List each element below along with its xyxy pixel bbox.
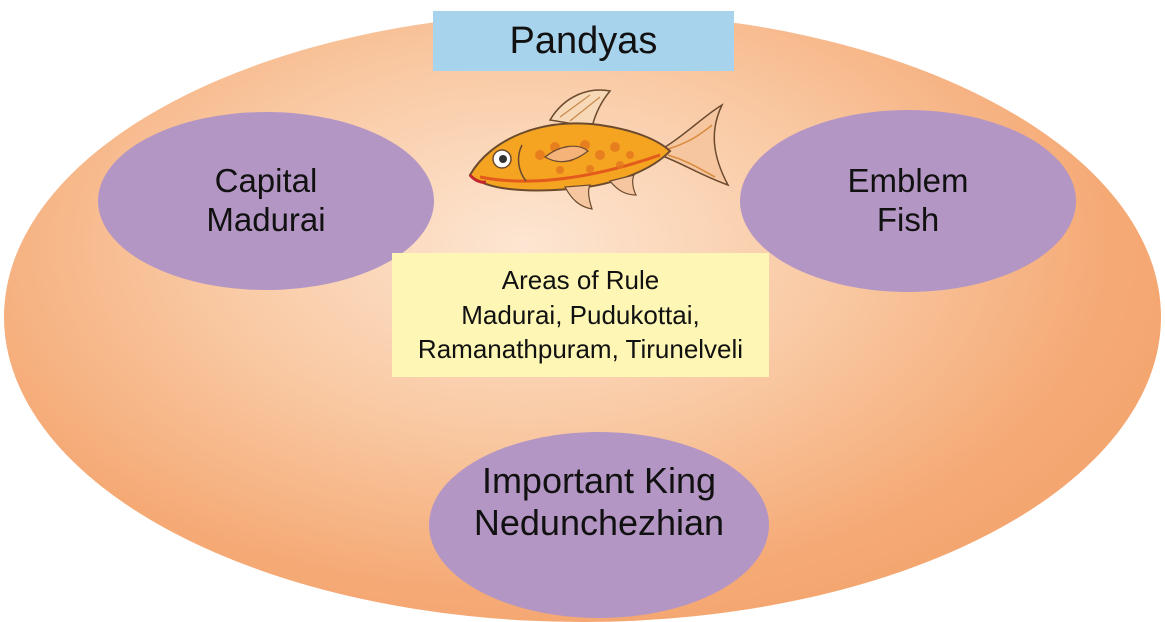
areas-heading: Areas of Rule [502, 263, 660, 298]
areas-list-line-2: Ramanathpuram, Tirunelveli [418, 332, 743, 367]
capital-value: Madurai [206, 201, 325, 240]
areas-of-rule-box: Areas of Rule Madurai, Pudukottai, Raman… [392, 253, 769, 377]
title-box: Pandyas [433, 11, 734, 71]
emblem-value: Fish [877, 201, 939, 240]
king-value: Nedunchezhian [474, 502, 724, 544]
emblem-label: Emblem [847, 162, 968, 201]
capital-oval: Capital Madurai [98, 112, 434, 290]
king-label: Important King [482, 460, 716, 502]
king-oval: Important King Nedunchezhian [429, 432, 769, 618]
areas-list-line-1: Madurai, Pudukottai, [461, 298, 699, 333]
emblem-oval: Emblem Fish [740, 110, 1076, 292]
fish-icon [460, 85, 730, 215]
page-title: Pandyas [510, 20, 658, 63]
capital-label: Capital [215, 162, 318, 201]
